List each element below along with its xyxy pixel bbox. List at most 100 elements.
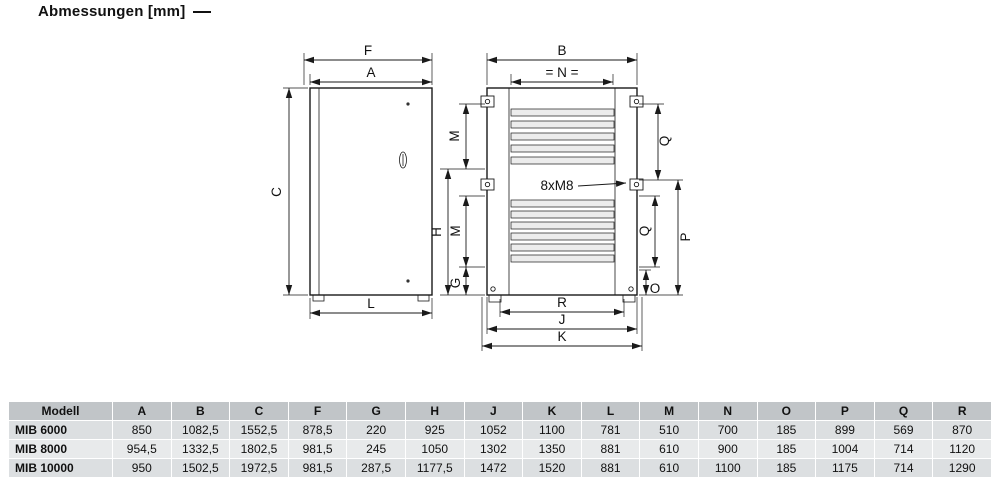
value-cell: 220 [346,420,406,440]
front-view-dimensions: F A C L [269,43,433,319]
value-cell: 700 [697,420,758,440]
col-header: B [170,401,231,421]
dim-label-a: A [366,65,375,80]
dim-label-h: H [429,227,444,237]
dim-label-l: L [367,296,375,311]
dim-label-q-mid: Q [637,226,652,237]
col-header: N [697,401,758,421]
screw-icon [406,102,410,106]
dim-label-p: P [678,232,693,241]
foot [488,294,502,303]
bolt-note: 8xM8 [540,178,573,193]
value-cell: 870 [932,420,992,440]
value-cell: 1302 [463,439,524,459]
value-cell: 899 [815,420,875,440]
rear-view-dimensions: B = N = M H M G Q Q P [429,43,693,351]
value-cell: 714 [873,458,934,478]
value-cell: 1120 [932,439,992,459]
value-cell: 1004 [815,439,875,459]
value-cell: 1552,5 [229,420,289,440]
col-header-modell: Modell [8,401,113,421]
value-cell: 185 [756,458,817,478]
dim-label-c: C [269,187,284,197]
value-cell: 287,5 [346,458,406,478]
dim-label-b: B [557,43,566,58]
dim-label-g: G [448,278,463,289]
value-cell: 878,5 [287,420,348,440]
value-cell: 185 [756,439,817,459]
value-cell: 510 [639,420,699,440]
dim-label-n: = N = [545,65,578,80]
foot [622,294,636,303]
dim-label-k: K [557,329,566,344]
page-title: Abmessungen [mm] [38,3,186,20]
value-cell: 1472 [463,458,524,478]
value-cell: 1052 [463,420,524,440]
screw-icon [406,279,410,283]
value-cell: 1100 [522,420,582,440]
table-row: MIB 10000 950 1502,5 1972,5 981,5 287,5 … [8,458,992,478]
table-row: MIB 6000 850 1082,5 1552,5 878,5 220 925… [8,420,992,440]
table-row: MIB 8000 954,5 1332,5 1802,5 981,5 245 1… [8,439,992,459]
page-header: Abmessungen [mm] [38,3,212,20]
col-header: R [932,401,992,421]
value-cell: 1520 [522,458,582,478]
dimension-drawing: F A C L [269,43,693,351]
value-cell: 1350 [522,439,582,459]
value-cell: 185 [756,420,817,440]
col-header: L [580,401,641,421]
value-cell: 900 [697,439,758,459]
col-header: A [112,401,172,421]
dim-label-m-mid: M [448,225,463,236]
col-header: O [756,401,817,421]
value-cell: 1972,5 [229,458,289,478]
col-header: Q [873,401,934,421]
value-cell: 1290 [932,458,992,478]
col-header: K [522,401,582,421]
value-cell: 610 [639,458,699,478]
col-header: H [404,401,465,421]
foot [417,294,430,302]
louvre-group-top [510,108,615,165]
value-cell: 1050 [404,439,465,459]
mounting-brackets [480,95,644,292]
value-cell: 981,5 [287,439,348,459]
table-header-row: Modell A B C F G H J K L M N O P Q R [8,401,992,421]
dim-label-f: F [364,43,372,58]
rear-view: 8xM8 [480,87,644,303]
value-cell: 1082,5 [170,420,231,440]
value-cell: 1100 [697,458,758,478]
value-cell: 1802,5 [229,439,289,459]
louvre-group-bottom [510,199,615,263]
dim-label-r: R [557,295,567,310]
value-cell: 950 [112,458,172,478]
value-cell: 610 [639,439,699,459]
col-header: C [229,401,289,421]
dimensions-table: Modell A B C F G H J K L M N O P Q R MIB… [8,401,992,478]
door-handle [399,151,407,169]
value-cell: 881 [580,458,641,478]
model-cell: MIB 10000 [8,458,113,478]
dim-label-m-top: M [447,130,462,141]
value-cell: 714 [873,439,934,459]
value-cell: 1502,5 [170,458,231,478]
value-cell: 1177,5 [404,458,465,478]
value-cell: 569 [873,420,934,440]
value-cell: 1175 [815,458,875,478]
model-cell: MIB 8000 [8,439,113,459]
front-view [309,87,433,302]
col-header: J [463,401,524,421]
dim-label-j: J [559,312,566,327]
value-cell: 245 [346,439,406,459]
col-header: F [287,401,348,421]
value-cell: 850 [112,420,172,440]
model-cell: MIB 6000 [8,420,113,440]
title-rule [193,10,212,13]
value-cell: 925 [404,420,465,440]
value-cell: 1332,5 [170,439,231,459]
foot [312,294,325,302]
dim-label-q-top: Q [657,136,672,147]
dim-label-o: O [650,281,661,296]
value-cell: 954,5 [112,439,172,459]
value-cell: 781 [580,420,641,440]
